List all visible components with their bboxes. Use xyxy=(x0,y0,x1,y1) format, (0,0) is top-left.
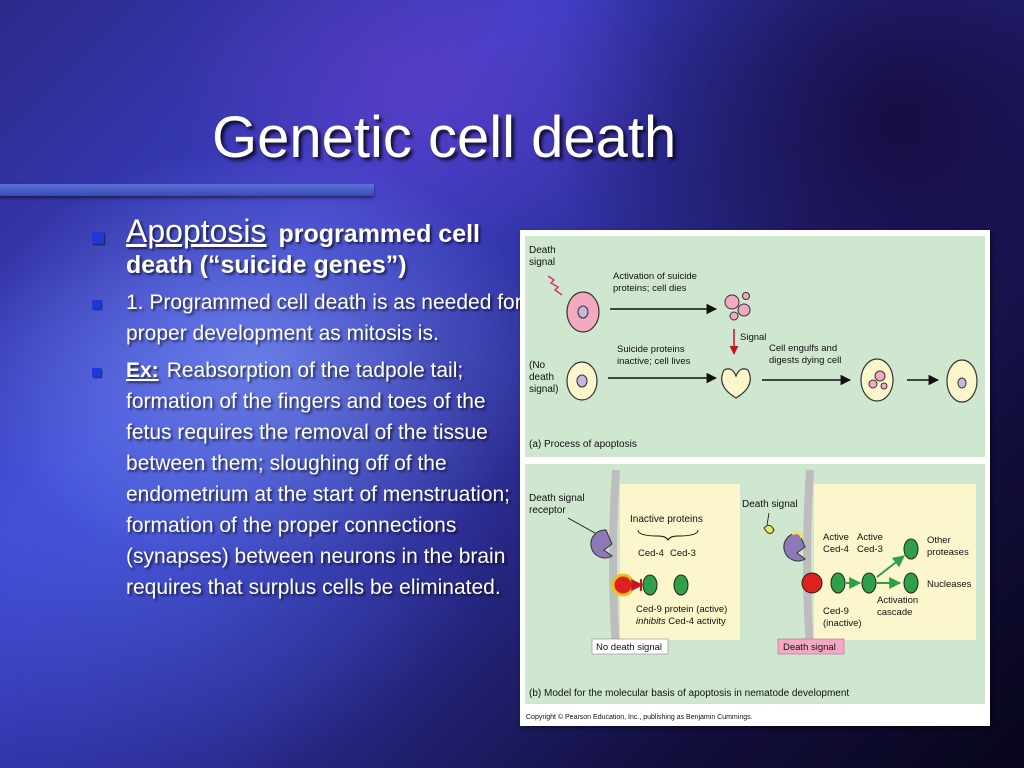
bullet-point-1: 1. Programmed cell death is as needed fo… xyxy=(86,287,522,349)
a-caption: Process of apoptosis xyxy=(544,439,637,450)
b-ced9-inactive-line2: (inactive) xyxy=(823,618,862,629)
a-activation-2: proteins; cell dies xyxy=(613,283,687,294)
b-death-signal-box xyxy=(777,638,845,655)
b-inactive-proteins: Inactive proteins xyxy=(630,514,703,525)
b-no-death-box xyxy=(591,638,669,655)
square-bullet-icon xyxy=(92,300,101,309)
a-caption-letter: (a) xyxy=(529,439,541,450)
b-ced3-inactive xyxy=(673,574,689,596)
a-suicide-2: inactive; cell lives xyxy=(617,356,691,367)
b-bound-ligand xyxy=(791,531,804,539)
b-ced3-left: Ced-3 xyxy=(670,548,696,559)
slide-title: Genetic cell death xyxy=(212,105,677,170)
b-other-proteases xyxy=(903,538,919,560)
b-active2-line1: Active xyxy=(857,532,883,543)
a-no-death-3: signal) xyxy=(529,384,558,395)
b-receptor-1: Death signal xyxy=(529,493,585,504)
a-engulfing-cell xyxy=(721,368,751,399)
b-nucleases xyxy=(903,572,919,594)
a-death-label-2: signal xyxy=(529,257,555,268)
b-active1-line1: Active xyxy=(823,532,849,543)
a-no-death-1: (No xyxy=(529,360,546,371)
b-death-signal-leader xyxy=(766,512,770,526)
a-engulfs-2: digests dying cell xyxy=(769,355,841,366)
b-ced3-active xyxy=(861,572,877,594)
b-active2-line2: Ced-3 xyxy=(857,544,883,555)
title-underline-bar xyxy=(0,184,374,196)
b-no-death-signal: No death signal xyxy=(596,642,662,653)
panel-a-background xyxy=(525,236,985,457)
a-death-label-1: Death xyxy=(529,245,556,256)
a-activation-1: Activation of suicide xyxy=(613,271,697,282)
b-inactive-brace xyxy=(637,529,699,542)
a-digested-fragments xyxy=(868,370,888,390)
a-signal-label: Signal xyxy=(740,332,766,343)
a-suicide-1: Suicide proteins xyxy=(617,344,685,355)
b-ced4-inactive xyxy=(642,574,658,596)
apoptosis-definition: programmed cell death (“suicide genes”) xyxy=(126,220,480,279)
b-cascade-arrow-3 xyxy=(876,555,905,578)
b-active1-line2: Ced-4 xyxy=(823,544,849,555)
b-activation-line2: cascade xyxy=(877,607,912,618)
b-ced9-inactive-line1: Ced-9 xyxy=(823,606,849,617)
b-left-cytoplasm xyxy=(620,484,740,640)
square-bullet-icon xyxy=(92,232,104,244)
b-ced4-active xyxy=(830,572,846,594)
b-ced9-inactive xyxy=(801,572,823,594)
b-other-line2: proteases xyxy=(927,547,969,558)
figure-copyright: Copyright © Pearson Education, Inc., pub… xyxy=(526,713,753,721)
b-receptor-left xyxy=(590,529,613,559)
example-text: Reabsorption of the tadpole tail; format… xyxy=(126,359,511,599)
b-ced9-active xyxy=(611,573,635,597)
a-engulfs-1: Cell engulfs and xyxy=(769,343,837,354)
apoptosis-term: Apoptosis xyxy=(126,213,267,249)
b-death-signal-label: Death signal xyxy=(783,642,836,653)
b-other-line1: Other xyxy=(927,535,951,546)
a-no-death-2: death xyxy=(529,372,554,383)
b-death-signal-ligand xyxy=(763,524,775,534)
a-living-cell-nucleus xyxy=(576,374,588,388)
b-membrane-left xyxy=(609,469,620,651)
a-death-signal-squiggle xyxy=(547,275,563,296)
b-nucleases-label: Nucleases xyxy=(927,579,972,590)
a-final-nucleus xyxy=(957,377,967,389)
bullet-point-example: Ex:Reabsorption of the tadpole tail; for… xyxy=(86,355,522,603)
b-ced9-line1: Ced-9 protein (active) xyxy=(636,604,727,615)
example-label: Ex: xyxy=(126,359,159,382)
b-activation-line1: Activation xyxy=(877,595,918,606)
b-caption-letter: (b) xyxy=(529,688,541,699)
b-ced4-left: Ced-4 xyxy=(638,548,664,559)
b-caption: Model for the molecular basis of apoptos… xyxy=(544,688,849,699)
b-death-signal-top: Death signal xyxy=(742,499,798,510)
b-receptor-2: receptor xyxy=(529,505,566,516)
square-bullet-icon xyxy=(92,368,101,377)
a-fragmented-cell xyxy=(724,292,751,321)
b-receptor-right xyxy=(783,532,806,562)
b-ced9-line2: inhibits Ced-4 activity xyxy=(636,616,726,627)
b-membrane-right xyxy=(803,469,814,651)
a-dying-cell-nucleus xyxy=(577,305,589,319)
apoptosis-diagram: Death signal Activation of suicide prote… xyxy=(525,236,985,721)
point-1-text: 1. Programmed cell death is as needed fo… xyxy=(126,291,522,345)
apoptosis-figure: Death signal Activation of suicide prote… xyxy=(520,230,990,726)
